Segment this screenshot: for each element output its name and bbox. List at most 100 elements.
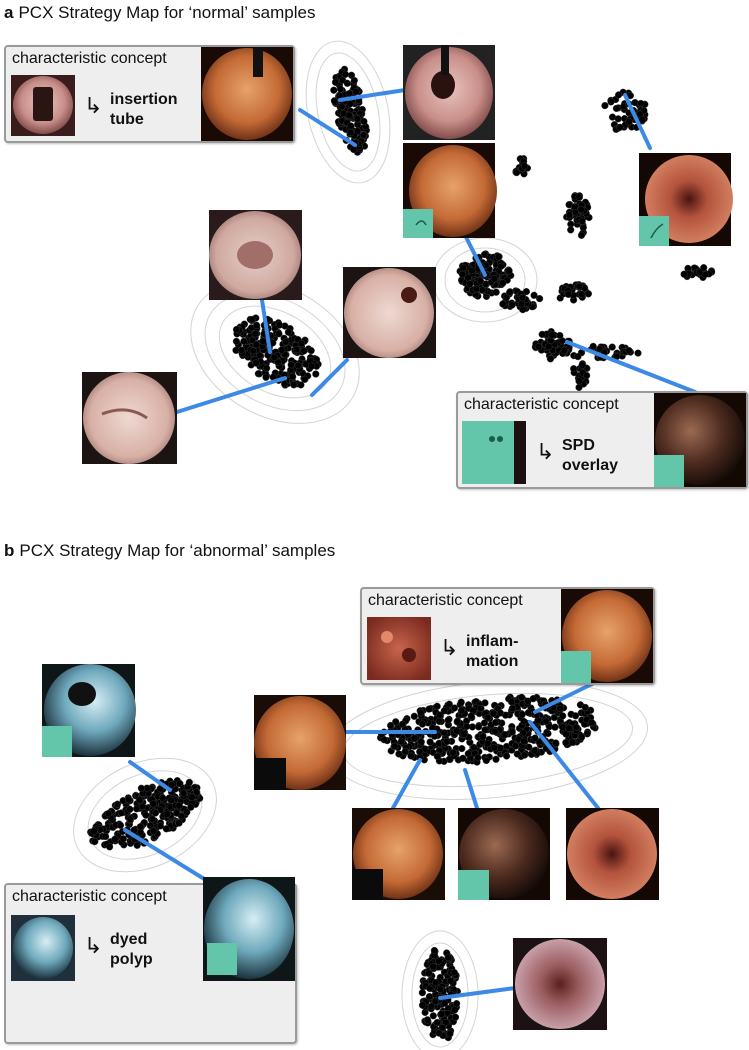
sample-point (111, 835, 119, 843)
concept-label: inflam- mation (466, 633, 519, 670)
sample-point (398, 720, 407, 728)
sample-point (552, 739, 560, 747)
sample-point (232, 325, 241, 334)
sample-point (290, 381, 298, 389)
sample-point (574, 353, 582, 361)
sample-point (427, 1002, 435, 1011)
sample-point (472, 285, 480, 293)
sample-point (175, 819, 183, 827)
sample-point (433, 702, 441, 710)
sample-point (464, 274, 472, 282)
sample-point (425, 969, 433, 977)
sample-point (293, 345, 301, 354)
sample-point (538, 330, 546, 339)
sample-point (90, 827, 98, 835)
sample-point (475, 723, 483, 731)
sample-point (463, 722, 471, 731)
connector-line (565, 340, 697, 394)
sample-point (307, 347, 315, 355)
sample-point (281, 380, 289, 388)
sample-point (542, 717, 550, 725)
sample-point (159, 794, 167, 802)
connector-line (338, 88, 407, 102)
sample-point (460, 730, 468, 738)
sample-point (391, 742, 399, 750)
sample-point (113, 800, 122, 808)
sample-point (520, 717, 528, 726)
sample-point (232, 337, 241, 346)
sample-point (530, 747, 539, 755)
sample-point (570, 365, 578, 373)
sample-point (104, 809, 113, 818)
sample-point (568, 738, 577, 746)
concept-example-image (654, 393, 746, 487)
sample-point (148, 815, 157, 823)
sample-point (577, 231, 586, 239)
sample-point (183, 808, 191, 816)
sample-point (497, 262, 505, 271)
sample-point (575, 377, 583, 385)
sample-point (167, 796, 175, 805)
sample-point (168, 781, 176, 789)
concept-box-dyed-polyp: characteristic concept ↳ dyed polyp (4, 877, 297, 1044)
sample-point (437, 1010, 446, 1018)
sample-point (470, 743, 478, 752)
sample-point (91, 837, 99, 846)
sample-point (401, 747, 409, 756)
sample-point (133, 805, 141, 813)
sample-point (451, 1013, 460, 1021)
thumbnail-images (42, 45, 733, 1030)
endoscopy-thumbnail (254, 695, 346, 790)
sample-point (259, 337, 267, 345)
sample-point (480, 719, 489, 727)
sample-point (418, 720, 427, 728)
sample-point (474, 754, 482, 762)
endoscopy-thumbnail (343, 267, 436, 358)
sample-point (435, 717, 443, 725)
sample-point (579, 224, 587, 232)
sample-point (387, 721, 395, 730)
concept-box-insertion-tube: characteristic concept ↳ insertion tube (4, 45, 295, 143)
connector-line (438, 986, 517, 1000)
sample-point (443, 737, 451, 746)
sample-point (432, 978, 440, 987)
sample-point (300, 347, 308, 355)
sample-point (616, 123, 624, 131)
sample-point (453, 718, 461, 726)
sample-point (193, 788, 201, 796)
sample-point (438, 1024, 446, 1032)
sample-point (237, 346, 246, 354)
sample-point (450, 968, 458, 977)
sample-point (410, 712, 418, 720)
sample-point (249, 347, 258, 355)
sample-point (262, 373, 270, 381)
sample-point (577, 206, 585, 214)
sample-point (397, 737, 405, 746)
sample-point (578, 361, 586, 369)
sample-point (423, 1016, 432, 1024)
sample-point (614, 115, 622, 123)
sample-point (548, 331, 556, 339)
sample-point (142, 811, 150, 819)
sample-point (418, 1001, 427, 1009)
sample-point (495, 253, 503, 261)
concept-example-image (203, 877, 295, 981)
sample-point (491, 727, 499, 736)
sample-point (163, 810, 171, 818)
panel-letter: b (4, 541, 15, 560)
sample-point (298, 339, 306, 348)
connector-line (528, 720, 600, 810)
sample-point (426, 738, 434, 746)
sample-point (567, 226, 575, 234)
sample-point (151, 809, 160, 817)
sample-point (575, 193, 583, 201)
sample-point (457, 706, 466, 715)
sample-point (350, 145, 358, 154)
sample-point (508, 301, 516, 309)
sample-point (457, 698, 465, 706)
sample-point (505, 267, 513, 275)
sample-point (175, 802, 183, 810)
sample-point (565, 211, 574, 219)
sample-point (571, 203, 579, 211)
